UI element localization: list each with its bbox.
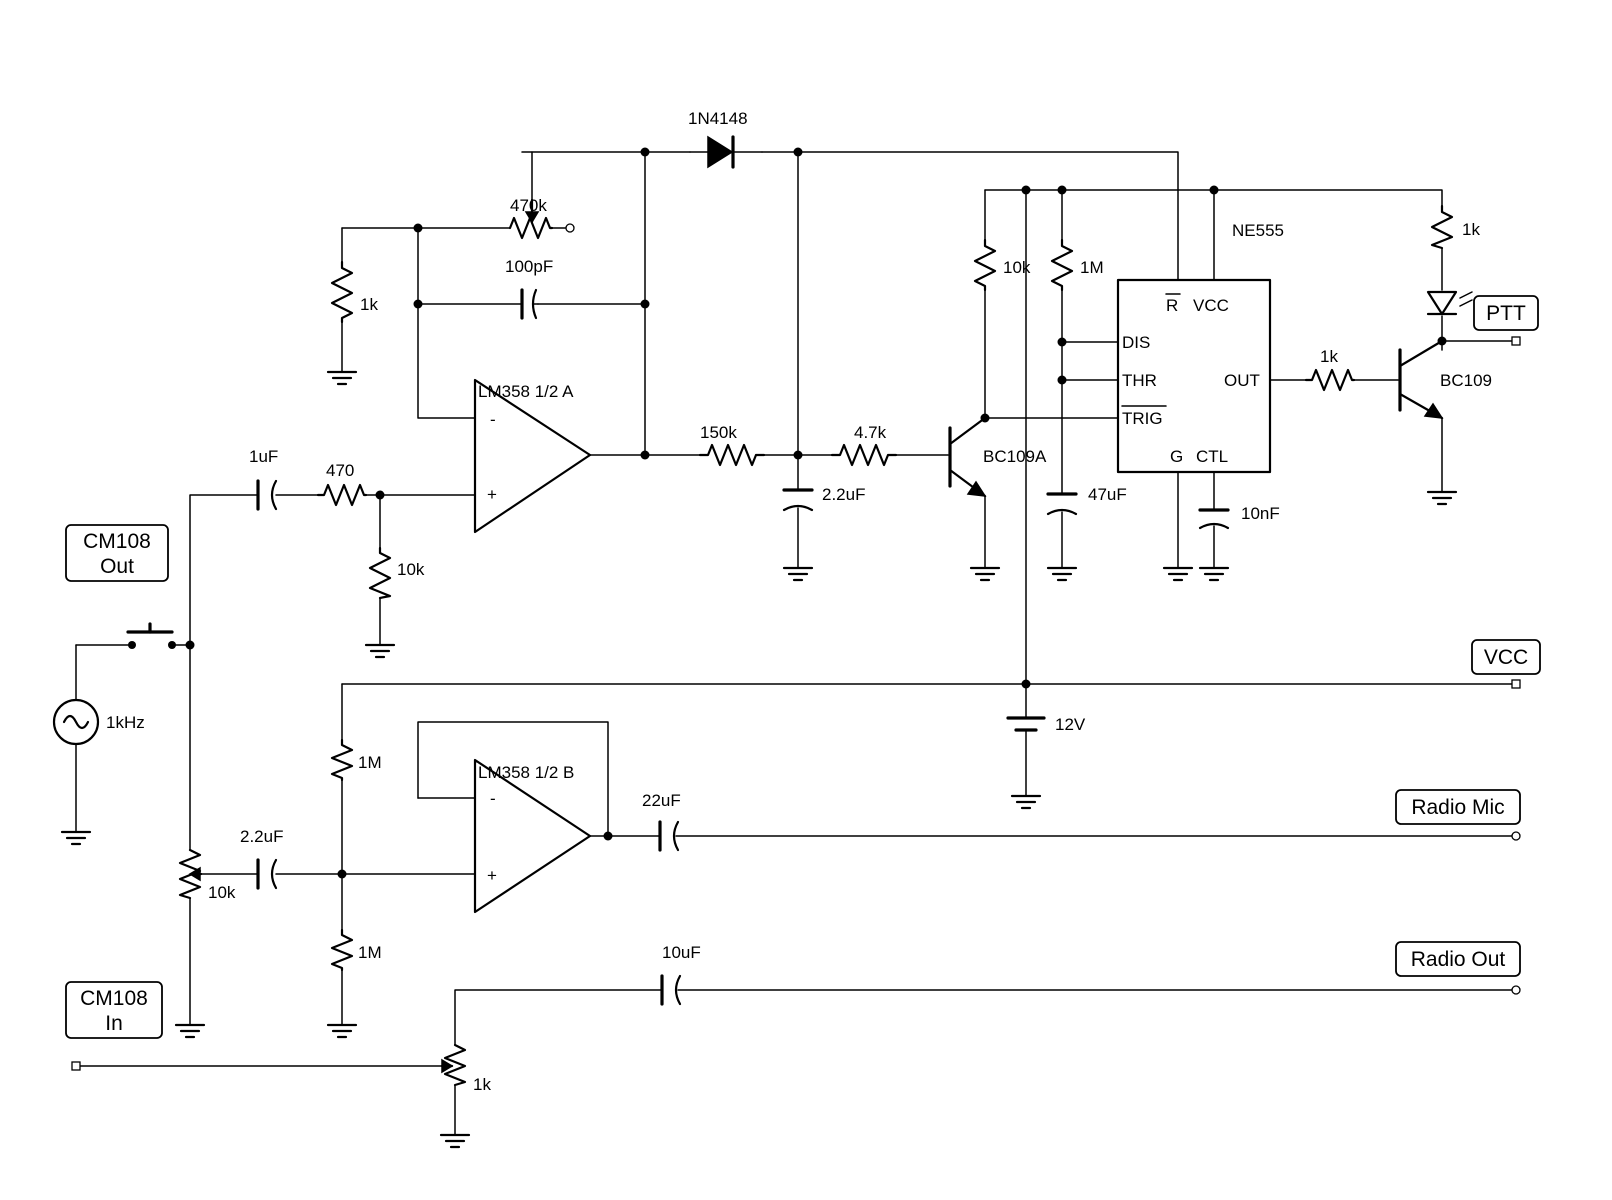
resistor-10k-pullup (973, 238, 997, 292)
label-c-timing: 2.2uF (822, 485, 865, 504)
pin-reset: R (1166, 296, 1178, 315)
port-ptt-label: PTT (1486, 302, 1526, 325)
component-labels: 1N4148 470k 1k 100pF LM358 1/2 A 1uF 470… (106, 109, 1492, 1094)
ground-symbols (60, 370, 1458, 1149)
push-button (126, 622, 176, 649)
port-cm108-out-line2: Out (100, 555, 134, 578)
resistor-1k-ptt-base (1304, 368, 1356, 392)
label-c-ctl: 10nF (1241, 504, 1280, 523)
potentiometer-10k-level (178, 848, 203, 900)
label-r-ptt-base: 1k (1320, 347, 1338, 366)
label-c-coupling-b: 2.2uF (240, 827, 283, 846)
capacitor-2-2uf-coupling (256, 858, 278, 890)
capacitor-10uf (660, 974, 682, 1006)
transistor-bc109a (948, 416, 987, 498)
pin-vcc: VCC (1193, 296, 1229, 315)
label-c-input: 1uF (249, 447, 278, 466)
port-vcc: VCC (1471, 639, 1541, 675)
port-vcc-label: VCC (1484, 646, 1528, 669)
capacitor-1uf (256, 479, 278, 511)
pin-thr: THR (1122, 371, 1157, 390)
resistor-1m-timer (1050, 238, 1074, 292)
opamp-b-plus: + (487, 866, 497, 885)
label-q-ptt: BC109 (1440, 371, 1492, 390)
label-c-output: 22uF (642, 791, 681, 810)
wires (75, 151, 1517, 1136)
resistor-10k-input-gnd (368, 546, 392, 600)
resistor-470-input (316, 483, 368, 507)
label-r-charge: 150k (700, 423, 737, 442)
label-pot-feedback: 470k (510, 196, 547, 215)
label-c-timer: 47uF (1088, 485, 1127, 504)
label-r-bias-top: 1M (358, 753, 382, 772)
label-pot-radio-out: 1k (473, 1075, 491, 1094)
resistor-1m-bias-bottom (330, 928, 354, 972)
label-r-input-gnd: 10k (397, 560, 425, 579)
label-timer-ic: NE555 (1232, 221, 1284, 240)
opamp-a: - + (473, 378, 592, 534)
label-r-base: 4.7k (854, 423, 887, 442)
port-radio-out: Radio Out (1395, 941, 1521, 977)
capacitor-2-2uf-timing (782, 488, 814, 512)
capacitor-100pf (520, 288, 539, 320)
transistor-bc109 (1398, 339, 1444, 420)
terminals (71, 336, 1521, 1071)
pin-out: OUT (1224, 371, 1260, 390)
port-radio-mic: Radio Mic (1395, 789, 1521, 825)
led-ptt (1426, 290, 1473, 316)
resistor-4-7k (830, 443, 898, 467)
opamp-b: - + (473, 758, 592, 914)
label-c-radio-out: 10uF (662, 943, 701, 962)
label-battery: 12V (1055, 715, 1086, 734)
port-cm108-in: CM108 In (65, 981, 163, 1039)
label-r-timer: 1M (1080, 258, 1104, 277)
port-cm108-in-line1: CM108 (80, 987, 148, 1010)
pin-ctl: CTL (1196, 447, 1228, 466)
port-cm108-out: CM108 Out (65, 524, 169, 582)
resistor-1k-led (1430, 204, 1454, 250)
capacitor-22uf (658, 820, 680, 852)
capacitor-47uf (1046, 492, 1078, 516)
label-opamp-b: LM358 1/2 B (478, 763, 574, 782)
label-diode: 1N4148 (688, 109, 748, 128)
battery-12v (1006, 716, 1046, 732)
port-cm108-in-line2: In (105, 1012, 123, 1035)
label-r-led: 1k (1462, 220, 1480, 239)
label-source: 1kHz (106, 713, 145, 732)
port-radio-out-label: Radio Out (1411, 948, 1506, 971)
resistor-1k-feedback-gnd (330, 260, 354, 324)
potentiometer-1k-radio-out (440, 1043, 467, 1087)
label-r-feedback-gnd: 1k (360, 295, 378, 314)
label-pot-level: 10k (208, 883, 236, 902)
potentiometer-470k (508, 198, 575, 240)
port-radio-mic-label: Radio Mic (1411, 796, 1504, 819)
label-opamp-a: LM358 1/2 A (478, 382, 574, 401)
port-ptt: PTT (1473, 295, 1539, 331)
label-r-bias-bottom: 1M (358, 943, 382, 962)
resistor-1m-bias-top (330, 738, 354, 782)
pin-gnd: G (1170, 447, 1183, 466)
port-cm108-out-line1: CM108 (83, 530, 151, 553)
label-c-feedback: 100pF (505, 257, 553, 276)
pin-trig: TRIG (1122, 409, 1163, 428)
diode-1n4148 (689, 135, 763, 169)
opamp-a-plus: + (487, 485, 497, 504)
label-r-input: 470 (326, 461, 354, 480)
capacitor-10nf (1198, 508, 1230, 530)
label-r-pullup: 10k (1003, 258, 1031, 277)
pin-dis: DIS (1122, 333, 1150, 352)
opamp-a-minus: - (490, 410, 496, 429)
label-q-driver: BC109A (983, 447, 1047, 466)
opamp-b-minus: - (490, 789, 496, 808)
signal-source-1khz (52, 698, 100, 746)
resistor-150k (698, 443, 766, 467)
ic-ne555: R VCC DIS THR OUT TRIG G CTL (1116, 278, 1272, 474)
